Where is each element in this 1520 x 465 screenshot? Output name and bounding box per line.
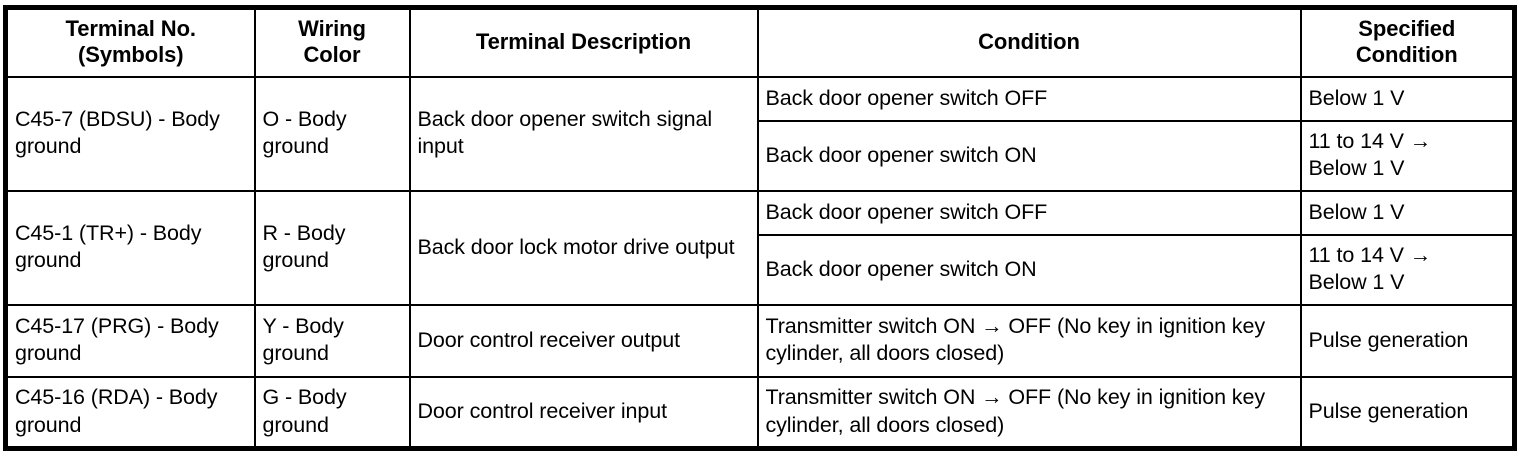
cell-wiring-color: G - Body ground <box>253 375 411 450</box>
specified-condition-line1: Below 1 V <box>1308 199 1405 224</box>
condition-text: Back door opener switch ON <box>765 142 1037 167</box>
terminal-no-text: C45-17 (PRG) - Body ground <box>15 313 219 366</box>
specified-condition-line1: 11 to 14 V → <box>1308 242 1432 267</box>
cell-condition: Transmitter switch ON → OFF (No key in i… <box>756 375 1302 450</box>
wiring-color-text: O - Body ground <box>262 106 347 159</box>
cell-condition: Transmitter switch ON → OFF (No key in i… <box>756 303 1302 378</box>
header-condition: Condition <box>756 6 1302 78</box>
cell-terminal-description: Back door opener switch signal input <box>408 75 759 192</box>
cell-specified-condition: Below 1 V <box>1299 75 1516 122</box>
wiring-color-text: R - Body ground <box>262 220 346 273</box>
header-specified-condition-line1: Specified <box>1358 16 1456 41</box>
table-header: Terminal No. (Symbols) Wiring Color Term… <box>4 6 1516 78</box>
table-row: C45-16 (RDA) - Body ground G - Body grou… <box>4 375 1516 450</box>
cell-terminal-no: C45-17 (PRG) - Body ground <box>4 303 256 378</box>
cell-condition: Back door opener switch ON <box>756 119 1302 192</box>
specified-condition-line2: Below 1 V <box>1308 156 1405 181</box>
terminal-description-text: Back door opener switch signal input <box>417 106 713 159</box>
cell-condition: Back door opener switch ON <box>756 233 1302 306</box>
wiring-color-text: Y - Body ground <box>262 313 344 366</box>
header-row: Terminal No. (Symbols) Wiring Color Term… <box>4 6 1516 78</box>
header-terminal-no-line1: Terminal No. <box>65 16 197 41</box>
condition-text: Transmitter switch ON → OFF (No key in i… <box>765 313 1266 366</box>
cell-terminal-no: C45-1 (TR+) - Body ground <box>4 189 256 306</box>
cell-specified-condition: 11 to 14 V → Below 1 V <box>1299 233 1516 306</box>
cell-terminal-description: Door control receiver output <box>408 303 759 378</box>
header-specified-condition-line2: Condition <box>1355 42 1458 68</box>
wiring-color-text: G - Body ground <box>262 385 347 437</box>
header-wiring-color: Wiring Color <box>253 6 411 78</box>
header-wiring-color-line1: Wiring <box>298 16 366 41</box>
terminal-description-text: Door control receiver input <box>417 398 668 423</box>
document-sheet: Terminal No. (Symbols) Wiring Color Term… <box>0 5 1520 465</box>
table-row: Back door opener switch ON 11 to 14 V → … <box>6 119 1516 192</box>
cell-terminal-no: C45-7 (BDSU) - Body ground <box>4 75 256 192</box>
header-wiring-color-line2: Color <box>303 42 361 68</box>
table-row: C45-7 (BDSU) - Body ground O - Body grou… <box>4 75 1516 192</box>
terminal-no-text: C45-16 (RDA) - Body ground <box>15 385 218 437</box>
cell-specified-condition: Pulse generation <box>1299 375 1516 450</box>
condition-text: Back door opener switch ON <box>765 256 1037 281</box>
cell-terminal-description: Door control receiver input <box>408 375 759 450</box>
condition-text: Back door opener switch OFF <box>765 199 1048 224</box>
cell-wiring-color: O - Body ground <box>253 75 411 192</box>
condition-text: Back door opener switch OFF <box>765 85 1048 110</box>
cell-condition: Back door opener switch OFF <box>756 189 1302 236</box>
specified-condition-line1: Pulse generation <box>1308 327 1469 352</box>
header-condition-line1: Condition <box>978 29 1080 55</box>
terminal-description-text: Door control receiver output <box>417 327 681 352</box>
terminal-description-text: Back door lock motor drive output <box>417 234 735 259</box>
header-terminal-description-line1: Terminal Description <box>475 29 692 55</box>
terminal-no-text: C45-7 (BDSU) - Body ground <box>15 106 220 159</box>
table-row: Back door opener switch ON 11 to 14 V → … <box>6 233 1516 306</box>
specified-condition-line1: Below 1 V <box>1308 85 1405 110</box>
header-terminal-no-line2: (Symbols) <box>78 42 184 68</box>
table-body: C45-7 (BDSU) - Body ground O - Body grou… <box>4 75 1516 450</box>
cell-wiring-color: Y - Body ground <box>253 303 411 378</box>
specified-condition-line1: Pulse generation <box>1308 398 1469 423</box>
cell-wiring-color: R - Body ground <box>253 189 411 306</box>
header-specified-condition: Specified Condition <box>1299 6 1516 78</box>
condition-text: Transmitter switch ON → OFF (No key in i… <box>765 385 1266 437</box>
table-row: C45-17 (PRG) - Body ground Y - Body grou… <box>4 303 1516 378</box>
header-terminal-description: Terminal Description <box>408 6 759 78</box>
cell-specified-condition: Pulse generation <box>1299 303 1516 378</box>
terminal-no-text: C45-1 (TR+) - Body ground <box>15 220 202 273</box>
cell-specified-condition: 11 to 14 V → Below 1 V <box>1299 119 1516 192</box>
header-terminal-no: Terminal No. (Symbols) <box>4 6 256 78</box>
cell-terminal-description: Back door lock motor drive output <box>408 189 759 306</box>
cell-specified-condition: Below 1 V <box>1299 189 1516 236</box>
specified-condition-line1: 11 to 14 V → <box>1308 128 1432 153</box>
cell-terminal-no: C45-16 (RDA) - Body ground <box>4 375 256 450</box>
terminal-specification-table: Terminal No. (Symbols) Wiring Color Term… <box>3 5 1517 452</box>
specified-condition-line2: Below 1 V <box>1308 270 1405 295</box>
table-row: C45-1 (TR+) - Body ground R - Body groun… <box>4 189 1516 306</box>
cell-condition: Back door opener switch OFF <box>756 75 1302 122</box>
